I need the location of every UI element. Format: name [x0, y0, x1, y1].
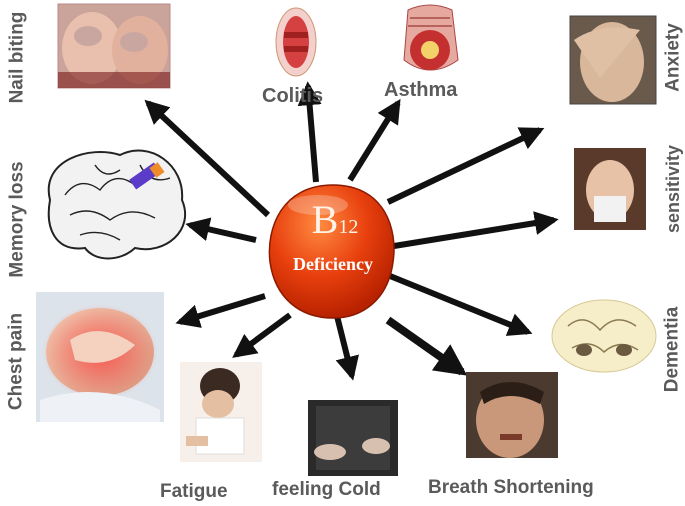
fatigue-image	[180, 362, 262, 462]
nail-biting-image	[57, 3, 171, 89]
arrow-feeling-cold	[333, 311, 359, 381]
arrow-fatigue	[232, 312, 292, 358]
arrows	[144, 81, 559, 381]
b12-letter: B	[311, 197, 339, 242]
arrow-dementia	[388, 273, 533, 336]
b12-orb	[268, 184, 395, 319]
dementia-image	[551, 299, 657, 373]
chest-pain-image	[36, 292, 164, 422]
arrow-asthma	[347, 98, 401, 182]
arrow-chest-pain	[175, 293, 266, 328]
label-asthma: Asthma	[384, 79, 458, 101]
asthma-image	[403, 4, 459, 71]
b12-title: B12	[290, 196, 380, 242]
label-anxiety: Anxiety	[662, 23, 684, 92]
colitis-image	[275, 7, 317, 77]
arrow-nail-biting	[144, 99, 271, 218]
label-nail-biting: Nail biting	[6, 11, 28, 104]
label-fatigue: Fatigue	[160, 481, 228, 502]
anxiety-image	[569, 15, 657, 105]
label-sensitivity: sensitivity	[663, 144, 683, 234]
memory-loss-brain-image	[47, 149, 187, 260]
label-breath-shortening: Breath Shortening	[428, 477, 594, 498]
feeling-cold-image	[308, 400, 398, 476]
arrow-memory-loss	[185, 217, 257, 243]
arrow-colitis	[297, 81, 322, 183]
b12-subscript: 12	[338, 216, 359, 238]
breath-shortening-image	[466, 372, 558, 458]
label-chest-pain: Chest pain	[5, 312, 27, 411]
label-feeling-cold: feeling Cold	[272, 479, 381, 500]
deficiency-word: Deficiency	[293, 254, 373, 274]
arrow-sensitivity	[393, 211, 559, 249]
arrow-breath-shortening	[385, 316, 468, 376]
label-dementia: Dementia	[661, 306, 683, 393]
label-memory-loss: Memory loss	[6, 161, 28, 278]
arrow-anxiety	[386, 127, 545, 205]
label-colitis: Colitis	[262, 85, 324, 107]
sensitivity-image	[574, 148, 646, 230]
